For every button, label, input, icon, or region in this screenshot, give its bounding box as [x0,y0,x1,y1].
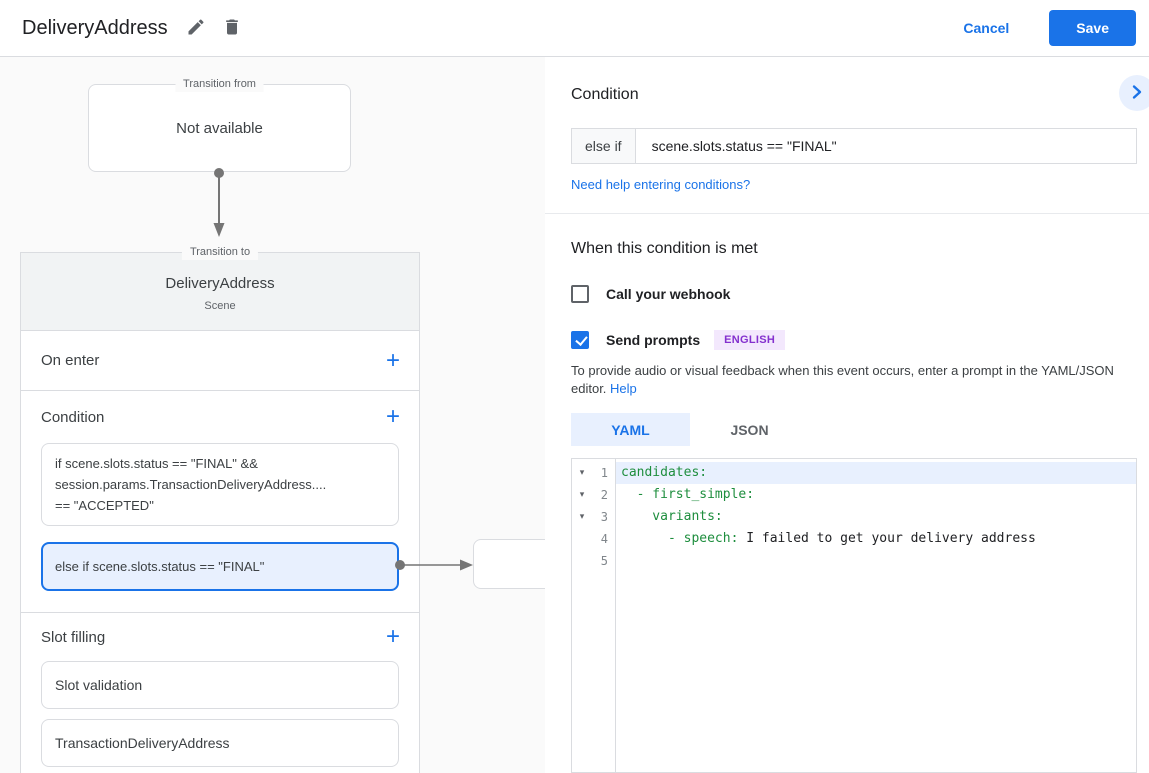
condition-help-link[interactable]: Need help entering conditions? [571,177,751,192]
code-line: variants: [621,509,723,524]
slot-item[interactable]: Slot validation [41,661,399,709]
fold-icon[interactable]: ▾ [579,490,585,500]
send-prompts-checkbox[interactable] [571,331,589,349]
condition-expression-field: else if scene.slots.status == "FINAL" [571,128,1137,164]
scene-card: Transition to DeliveryAddress Scene On e… [20,245,420,773]
send-prompts-label: Send prompts [606,332,701,348]
transition-target-node[interactable] [473,539,545,589]
when-met-title: When this condition is met [571,240,758,257]
yaml-editor[interactable]: ▾ 1 ▾ 2 ▾ 3 4 5 candidates: - first_sim [571,458,1137,773]
webhook-checkbox[interactable] [571,285,589,303]
condition-item[interactable]: if scene.slots.status == "FINAL" && sess… [41,443,399,526]
slot-filling-title: Slot filling [41,628,106,646]
code-line [616,550,1136,572]
delete-scene-button[interactable] [214,10,250,46]
slot-item[interactable]: TransactionDeliveryAddress [41,719,399,767]
add-slot-icon[interactable]: + [385,623,400,650]
fold-icon[interactable]: ▾ [579,512,585,522]
collapse-panel-button[interactable] [1119,75,1149,111]
panel-divider [545,213,1149,214]
transition-arrow-down [213,168,225,237]
trash-icon [222,17,242,40]
save-button[interactable]: Save [1049,10,1136,46]
transition-from-label: Transition from [175,77,264,92]
line-number: 4 [600,532,608,546]
chevron-right-icon [1129,84,1145,103]
tab-json[interactable]: JSON [730,421,769,438]
tab-yaml[interactable]: YAML [571,413,690,446]
on-enter-title: On enter [41,352,100,369]
editor-format-tabs: YAML JSON [571,413,1137,446]
webhook-row: Call your webhook [571,285,1137,303]
line-number: 5 [600,554,608,568]
app-header: DeliveryAddress Cancel Save [0,0,1149,57]
fold-icon[interactable]: ▾ [579,468,585,478]
send-prompts-row: Send prompts ENGLISH [571,330,1137,350]
condition-transition-arrow [395,559,473,571]
editor-code-area[interactable]: candidates: - first_simple: variants: - … [616,459,1136,772]
code-line: - first_simple: [621,487,755,502]
transition-from-node[interactable]: Transition from Not available [88,77,351,172]
language-badge: ENGLISH [714,330,786,350]
slot-filling-section: Slot filling + Slot validation Transacti… [21,613,419,773]
edit-scene-button[interactable] [178,10,214,46]
condition-editor-panel: Condition else if scene.slots.status == … [545,57,1149,773]
scene-name: DeliveryAddress [165,275,275,292]
prompts-description: To provide audio or visual feedback when… [571,363,1114,396]
pencil-icon [186,17,206,40]
code-line: candidates: [616,462,1136,484]
transition-from-value: Not available [176,119,263,137]
cancel-button[interactable]: Cancel [957,19,1015,37]
condition-operator: else if [572,129,636,163]
line-number: 3 [600,510,608,524]
editor-gutter: ▾ 1 ▾ 2 ▾ 3 4 5 [572,459,616,772]
code-line: - speech: I failed to get your delivery … [621,531,1036,546]
on-enter-section: On enter + [21,331,419,391]
line-number: 1 [600,466,608,480]
condition-section-title: Condition [41,408,105,426]
add-condition-icon[interactable]: + [385,403,400,430]
condition-expression-input[interactable]: scene.slots.status == "FINAL" [651,138,837,154]
webhook-label: Call your webhook [606,286,731,302]
condition-item-selected[interactable]: else if scene.slots.status == "FINAL" [41,542,399,591]
condition-panel-title: Condition [571,86,639,103]
scene-card-header[interactable]: DeliveryAddress Scene [21,253,419,331]
prompts-help-link[interactable]: Help [610,381,637,396]
transition-to-label: Transition to [181,245,259,260]
scene-diagram-canvas: Transition from Not available Transition… [0,57,545,773]
page-title: DeliveryAddress [22,16,168,39]
add-on-enter-icon[interactable]: + [385,346,400,374]
scene-type: Scene [204,300,236,312]
condition-section: Condition + if scene.slots.status == "FI… [21,391,419,613]
line-number: 2 [600,488,608,502]
